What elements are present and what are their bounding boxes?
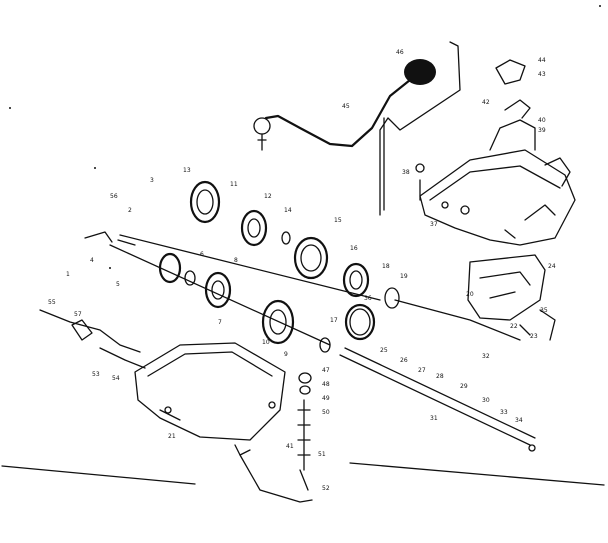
callout-27: 27 [418, 367, 426, 374]
callout-54: 54 [112, 375, 120, 382]
callout-24: 24 [548, 263, 556, 270]
gear-5 [158, 252, 182, 284]
callout-labels: 46 45 44 43 42 40 38 39 37 13 11 12 14 1… [48, 49, 556, 492]
shift-rod [379, 41, 461, 216]
callout-26: 26 [400, 357, 408, 364]
gear-1 [189, 180, 221, 224]
small-marks [9, 5, 601, 269]
shift-knob [404, 59, 436, 85]
callout-12: 12 [264, 193, 272, 200]
callout-14: 14 [284, 207, 292, 214]
callout-2: 2 [128, 207, 132, 214]
callout-21: 21 [168, 433, 176, 440]
callout-23: 23 [530, 333, 538, 340]
callout-37: 37 [430, 221, 438, 228]
callout-22: 22 [510, 323, 518, 330]
shift-forks [467, 254, 556, 341]
callout-13: 13 [183, 167, 191, 174]
callout-52: 52 [322, 485, 330, 492]
gears-lower-shaft [109, 244, 376, 353]
callout-49: 49 [322, 395, 330, 402]
callout-29: 29 [460, 383, 468, 390]
callout-44: 44 [538, 57, 546, 64]
callout-4: 4 [90, 257, 94, 264]
callout-34: 34 [515, 417, 523, 424]
callout-47: 47 [322, 367, 330, 374]
callout-6: 6 [200, 251, 204, 258]
lower-case [134, 342, 313, 503]
callout-28: 28 [436, 373, 444, 380]
callout-45: 45 [342, 103, 350, 110]
callout-33: 33 [500, 409, 508, 416]
callout-48: 48 [322, 381, 330, 388]
callout-50: 50 [322, 409, 330, 416]
gear-4 [342, 262, 370, 298]
callout-1: 1 [66, 271, 70, 278]
callout-15: 15 [334, 217, 342, 224]
callout-51: 51 [318, 451, 326, 458]
callout-36: 36 [364, 295, 372, 302]
callout-35: 35 [540, 307, 548, 314]
callout-43: 43 [538, 71, 546, 78]
callout-5: 5 [116, 281, 120, 288]
ring-seal [344, 303, 376, 341]
lever-ball [253, 117, 271, 135]
callout-57: 57 [74, 311, 82, 318]
baseline-lines [1, 462, 605, 486]
callout-17: 17 [330, 317, 338, 324]
callout-40: 40 [538, 117, 546, 124]
callout-55: 55 [48, 299, 56, 306]
callout-9: 9 [284, 351, 288, 358]
callout-38: 38 [402, 169, 410, 176]
top-housing [415, 59, 576, 246]
callout-7: 7 [218, 319, 222, 326]
gear-6 [204, 271, 232, 309]
callout-32: 32 [482, 353, 490, 360]
callout-31: 31 [430, 415, 438, 422]
gear-2 [240, 209, 268, 247]
callout-3: 3 [150, 177, 154, 184]
callout-30: 30 [482, 397, 490, 404]
gear-7 [261, 299, 295, 345]
callout-25: 25 [380, 347, 388, 354]
callout-10: 10 [262, 339, 270, 346]
callout-42: 42 [482, 99, 490, 106]
shift-lever [253, 59, 436, 151]
gears-upper-shaft [119, 180, 400, 309]
bolt-stack [297, 372, 312, 491]
callout-8: 8 [234, 257, 238, 264]
callout-18: 18 [382, 263, 390, 270]
callout-41: 41 [286, 443, 294, 450]
callout-53: 53 [92, 371, 100, 378]
gear-3 [293, 236, 329, 280]
callout-16: 16 [350, 245, 358, 252]
left-parts [39, 231, 146, 369]
callout-39: 39 [538, 127, 546, 134]
callout-20: 20 [466, 291, 474, 298]
callout-56: 56 [110, 193, 118, 200]
callout-11: 11 [230, 181, 238, 188]
callout-46: 46 [396, 49, 404, 56]
callout-19: 19 [400, 273, 408, 280]
long-shaft [339, 299, 536, 452]
